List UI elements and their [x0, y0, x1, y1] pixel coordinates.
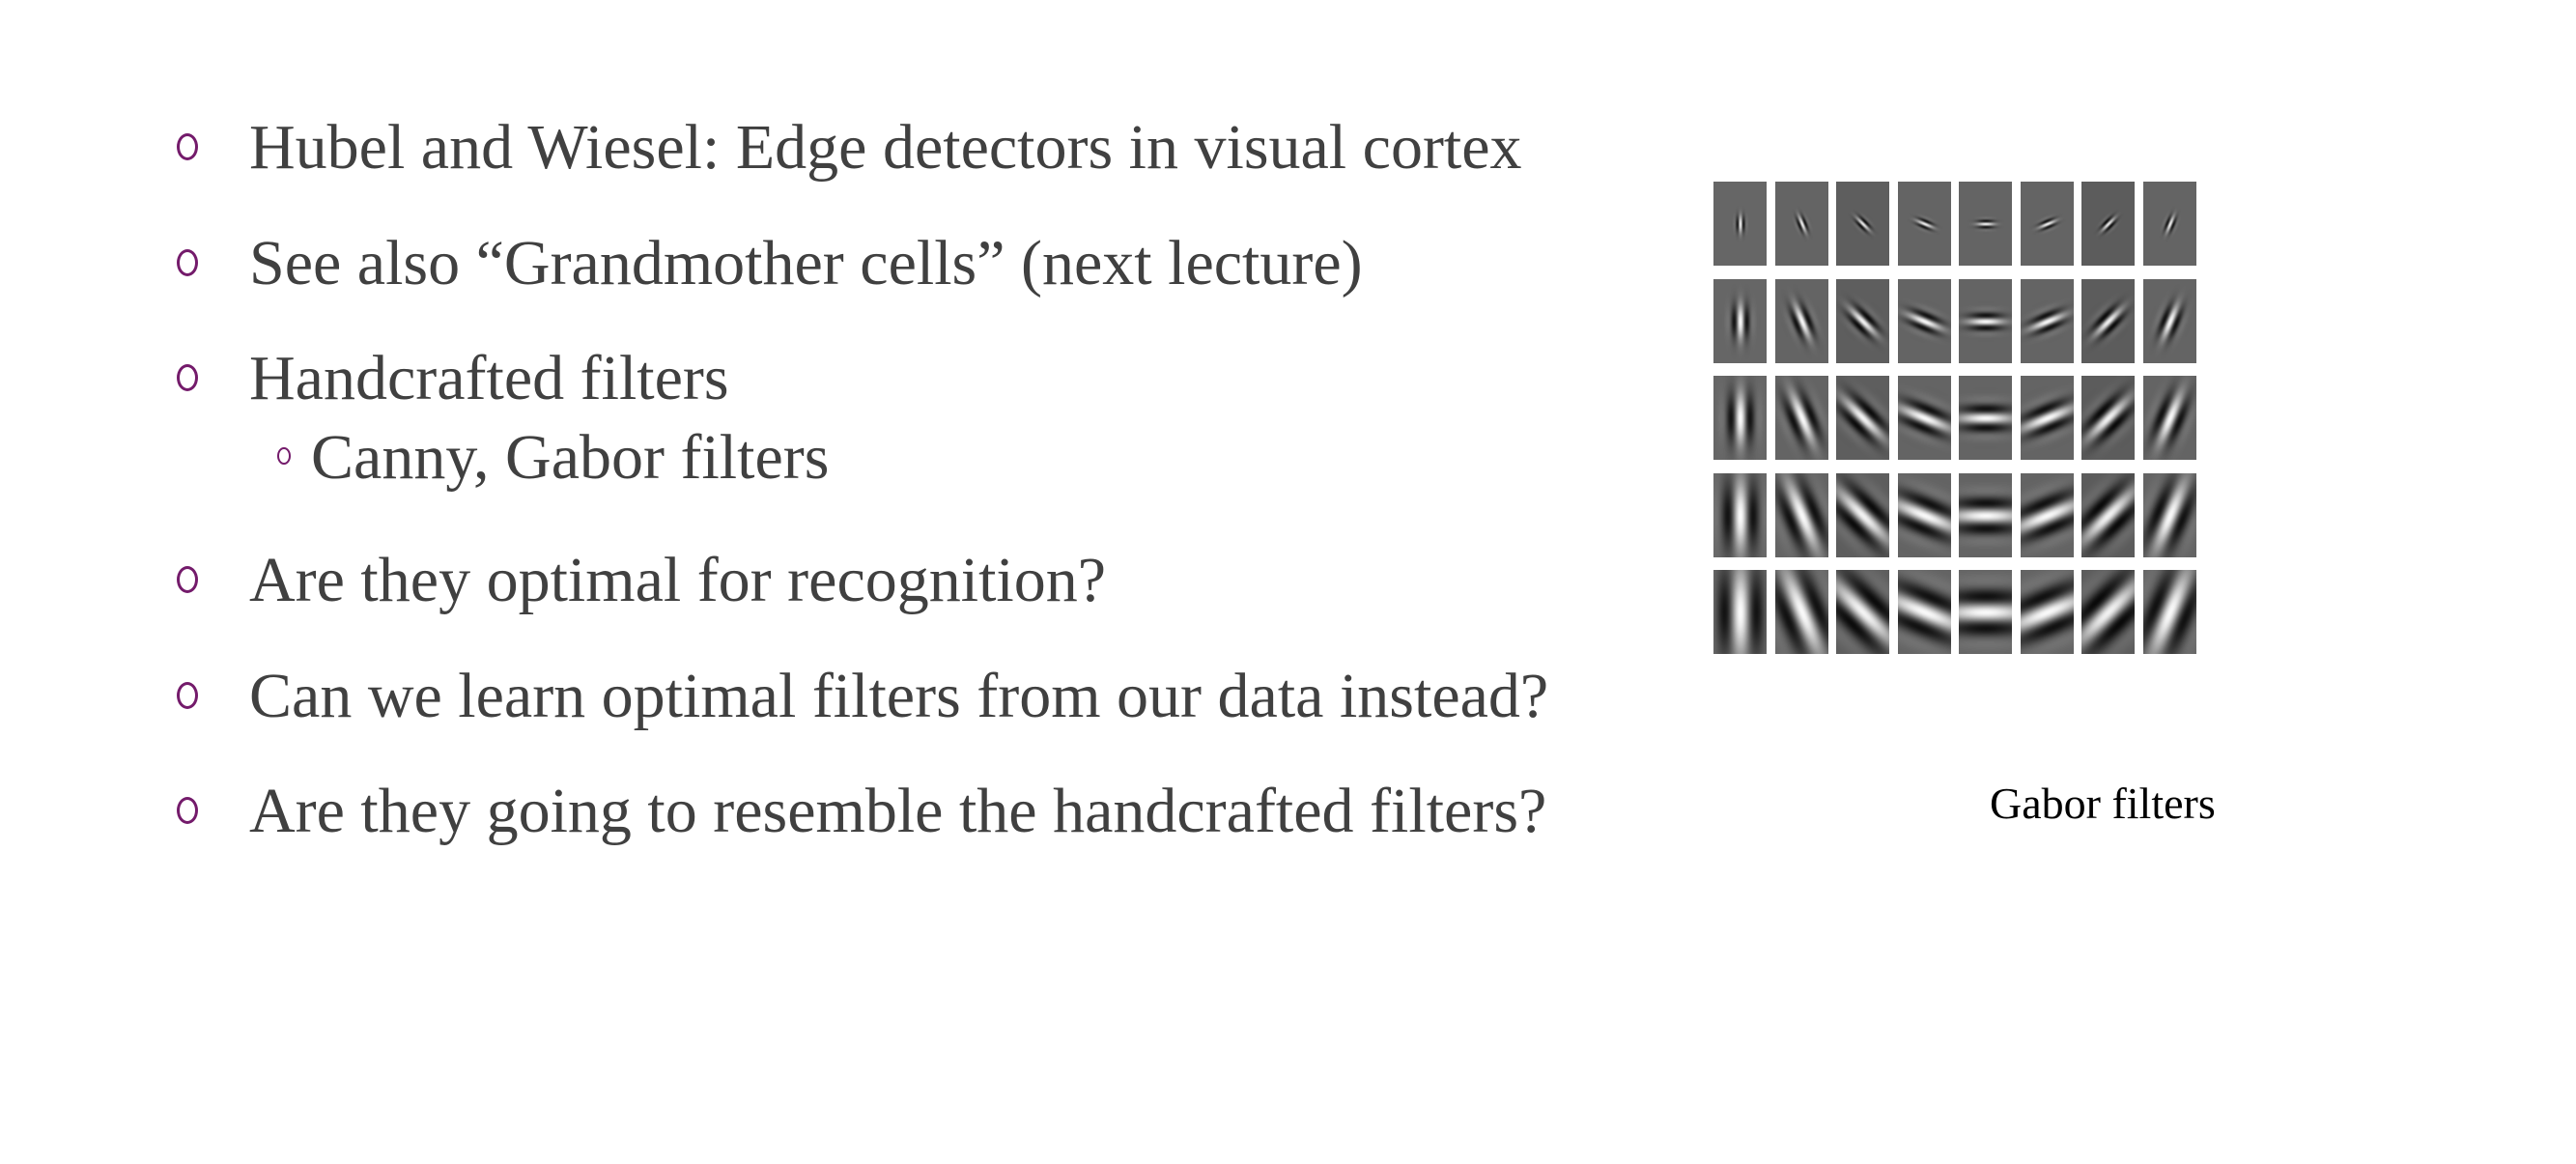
gabor-filter-tile [1713, 182, 1767, 266]
gabor-filter-tile [1836, 278, 1889, 363]
gabor-filter-tile [1713, 376, 1767, 460]
gabor-filter-tile [1897, 472, 1951, 557]
gabor-filter-tile [2020, 472, 2074, 557]
gabor-filter-tile [2020, 376, 2074, 460]
gabor-filter-tile [2142, 570, 2196, 654]
gabor-filter-tile [1836, 472, 1889, 557]
gabor-filter-tile [2142, 278, 2196, 363]
bullet-text: See also “Grandmother cells” (next lectu… [249, 228, 1363, 298]
gabor-filter-tile [1713, 472, 1767, 557]
gabor-filter-tile [1836, 376, 1889, 460]
bullet-circle-icon [177, 364, 198, 391]
bullet-circle-icon [177, 133, 198, 160]
gabor-filter-tile [2081, 570, 2135, 654]
gabor-filter-tile [1959, 472, 2012, 557]
gabor-filter-tile [2142, 182, 2196, 266]
bullet-text: Are they going to resemble the handcraft… [249, 776, 1547, 846]
figure-caption: Gabor filters [1990, 779, 2216, 828]
bullet-circle-icon [177, 682, 198, 709]
gabor-filter-tile [1774, 182, 1828, 266]
gabor-filter-tile [1959, 376, 2012, 460]
gabor-filter-tile [1774, 278, 1828, 363]
gabor-filter-tile [1959, 278, 2012, 363]
gabor-filter-tile [2020, 278, 2074, 363]
gabor-filter-tile [1897, 376, 1951, 460]
gabor-filter-tile [1774, 570, 1828, 654]
gabor-filter-tile [2081, 472, 2135, 557]
gabor-filter-tile [1959, 570, 2012, 654]
gabor-filter-tile [2142, 376, 2196, 460]
sub-bullet-text: Canny, Gabor filters [311, 422, 830, 493]
gabor-filter-tile [2081, 182, 2135, 266]
gabor-filter-tile [2081, 278, 2135, 363]
gabor-filter-tile [1897, 570, 1951, 654]
gabor-filter-tile [2020, 570, 2074, 654]
gabor-filter-tile [2020, 182, 2074, 266]
gabor-filter-tile [2142, 472, 2196, 557]
bullet-circle-icon [177, 797, 198, 824]
bullet-text: Handcrafted filters [249, 343, 729, 413]
gabor-filter-tile [1959, 182, 2012, 266]
bullet-circle-icon [177, 249, 198, 276]
bullet-text: Hubel and Wiesel: Edge detectors in visu… [249, 112, 1522, 183]
gabor-filter-tile [1897, 182, 1951, 266]
bullet-circle-icon [177, 566, 198, 593]
gabor-filter-tile [2081, 376, 2135, 460]
gabor-filter-tile [1713, 570, 1767, 654]
gabor-filter-tile [1836, 570, 1889, 654]
bullet-text: Can we learn optimal filters from our da… [249, 661, 1549, 731]
gabor-filter-tile [1713, 278, 1767, 363]
gabor-filter-tile [1836, 182, 1889, 266]
gabor-filter-tile [1897, 278, 1951, 363]
sub-bullet-circle-icon [277, 447, 291, 465]
bullet-text: Are they optimal for recognition? [249, 545, 1107, 615]
gabor-filter-tile [1774, 376, 1828, 460]
gabor-filter-tile [1774, 472, 1828, 557]
